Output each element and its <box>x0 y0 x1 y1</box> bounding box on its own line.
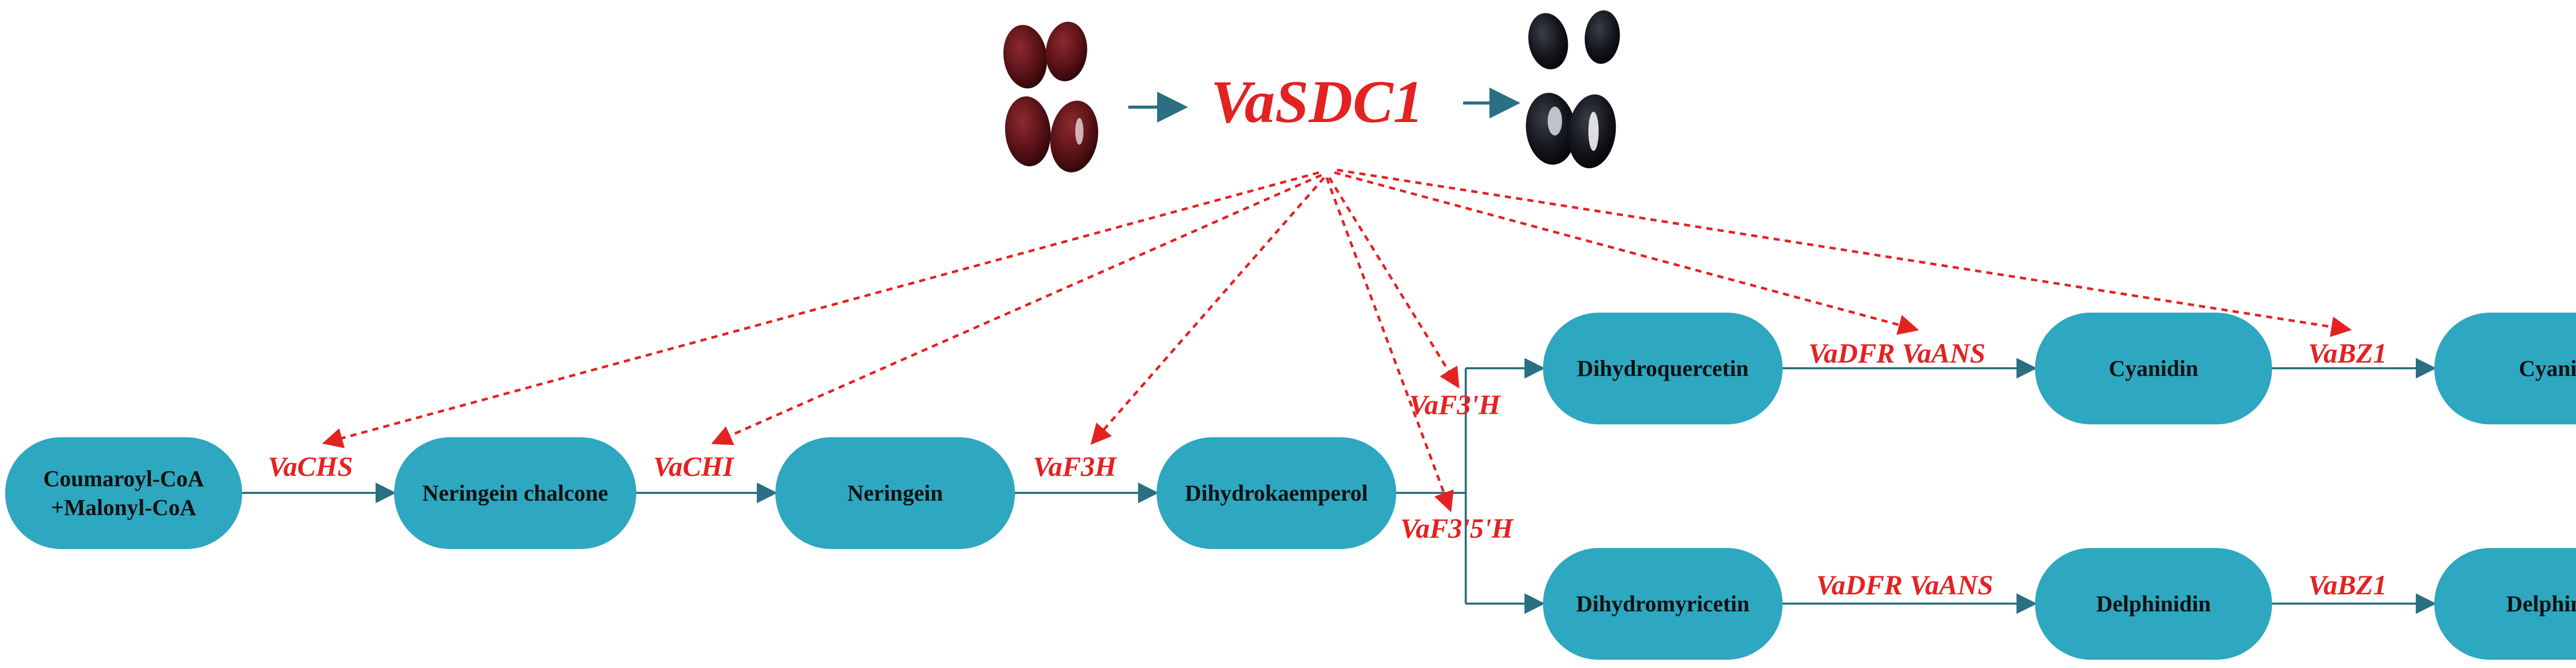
enzyme-bz1-bottom: VaBZ1 <box>2308 570 2387 601</box>
enzyme-chs: VaCHS <box>268 451 353 482</box>
node-delphinin: Delphinin <box>2434 548 2576 660</box>
node-cyanidin: Cyanidin <box>2035 313 2272 424</box>
node-delphinidin: Delphinidin <box>2035 548 2272 660</box>
node-coumaroyl-line2: +Malonyl-CoA <box>51 494 196 520</box>
pathway-arrows <box>242 358 2436 614</box>
gene-title: VaSDC1 <box>1211 68 1424 135</box>
node-neringein-chalcone: Neringein chalcone <box>394 437 636 549</box>
enzyme-dfr-ans-top: VaDFR VaANS <box>1808 338 1986 369</box>
node-cyanin: Cyanin <box>2434 313 2576 424</box>
enzyme-dfr-ans-bottom: VaDFR VaANS <box>1816 570 1993 601</box>
node-dihydromyricetin: Dihydromyricetin <box>1543 548 1783 660</box>
enzyme-f3prime-h: VaF3'H <box>1409 389 1501 420</box>
enzyme-f3h: VaF3H <box>1033 451 1117 482</box>
node-coumaroyl-line1: Coumaroyl-CoA <box>43 466 205 491</box>
enzyme-bz1-top: VaBZ1 <box>2308 338 2387 369</box>
red-berries-icon <box>1003 22 1098 173</box>
regulation-arrows <box>322 168 2352 512</box>
black-berries-icon <box>1526 10 1620 168</box>
node-dihydroquercetin: Dihydroquercetin <box>1543 313 1783 424</box>
node-dihydrokaemperol: Dihydrokaemperol <box>1157 437 1396 549</box>
node-coumaroyl-malonyl: Coumaroyl-CoA +Malonyl-CoA <box>5 437 242 549</box>
enzyme-f35prime-h: VaF3'5'H <box>1400 513 1514 544</box>
node-neringein: Neringein <box>775 437 1015 549</box>
enzyme-chi: VaCHI <box>653 451 734 482</box>
